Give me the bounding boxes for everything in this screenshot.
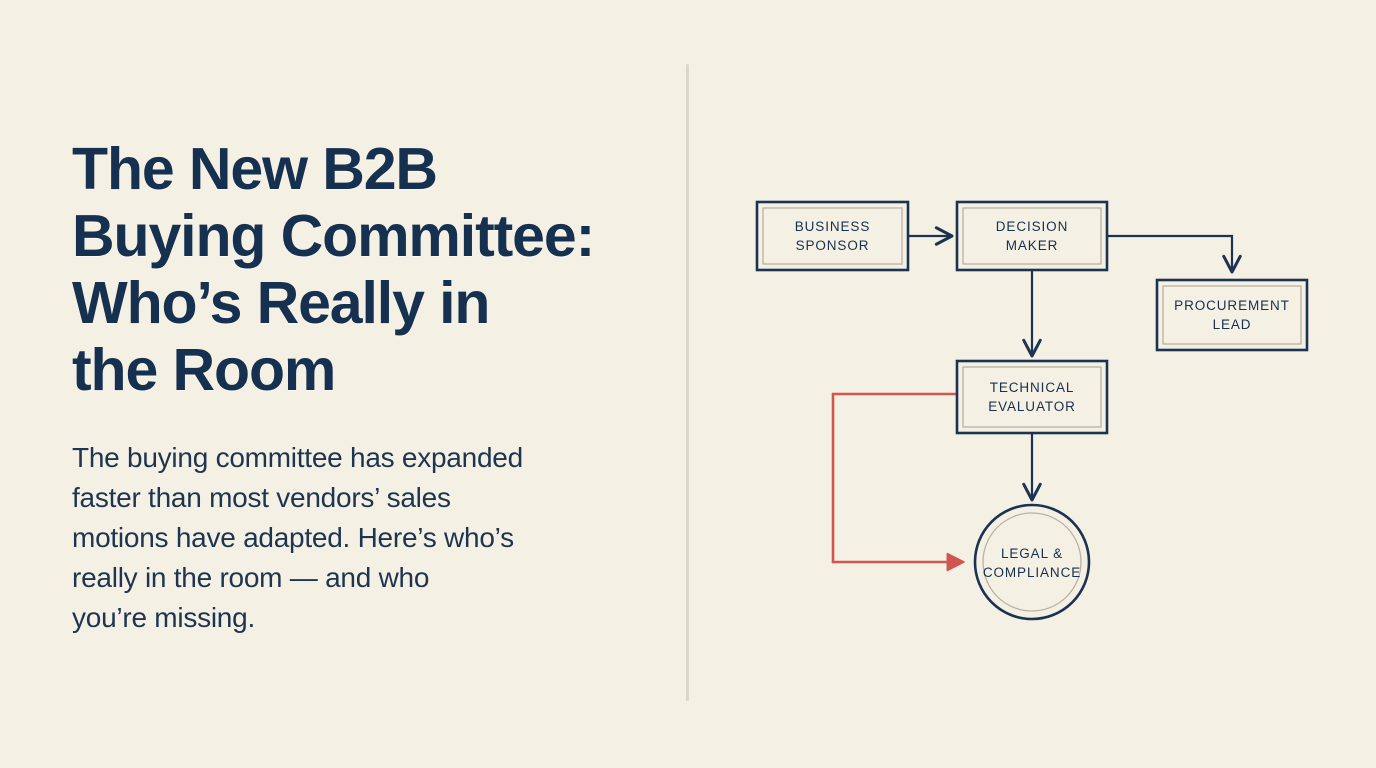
node-technical-evaluator[interactable]: TECHNICAL EVALUATOR: [955, 359, 1109, 435]
node-label-procurement-lead-line1: PROCUREMENT: [1174, 298, 1290, 313]
left-text-panel: The New B2B Buying Committee: Who’s Real…: [72, 136, 642, 638]
node-label-technical-evaluator-line1: TECHNICAL: [990, 380, 1075, 395]
node-label-technical-evaluator-line2: EVALUATOR: [988, 399, 1076, 414]
node-legal-compliance[interactable]: LEGAL & COMPLIANCE: [973, 503, 1091, 621]
node-procurement-lead[interactable]: PROCUREMENT LEAD: [1155, 278, 1309, 352]
page-subtitle: The buying committee has expanded faster…: [72, 442, 523, 633]
edge-technical-evaluator-to-legal-compliance-red: [831, 392, 965, 572]
vertical-divider: [686, 64, 689, 701]
node-label-legal-compliance-line2: COMPLIANCE: [983, 565, 1081, 580]
node-label-procurement-lead-line2: LEAD: [1213, 317, 1252, 332]
node-label-business-sponsor-line2: SPONSOR: [796, 238, 870, 253]
node-label-legal-compliance-line1: LEGAL &: [1001, 546, 1063, 561]
buying-committee-flowchart: BUSINESS SPONSOR DECISION MAKER PROCUREM…: [720, 160, 1360, 660]
node-business-sponsor[interactable]: BUSINESS SPONSOR: [755, 200, 910, 272]
node-decision-maker[interactable]: DECISION MAKER: [955, 200, 1109, 272]
node-label-business-sponsor-line1: BUSINESS: [795, 219, 870, 234]
edge-decision-maker-to-procurement-lead: [1107, 234, 1242, 274]
node-label-decision-maker-line1: DECISION: [996, 219, 1068, 234]
node-label-decision-maker-line2: MAKER: [1006, 238, 1059, 253]
page-title: The New B2B Buying Committee: Who’s Real…: [72, 136, 595, 403]
